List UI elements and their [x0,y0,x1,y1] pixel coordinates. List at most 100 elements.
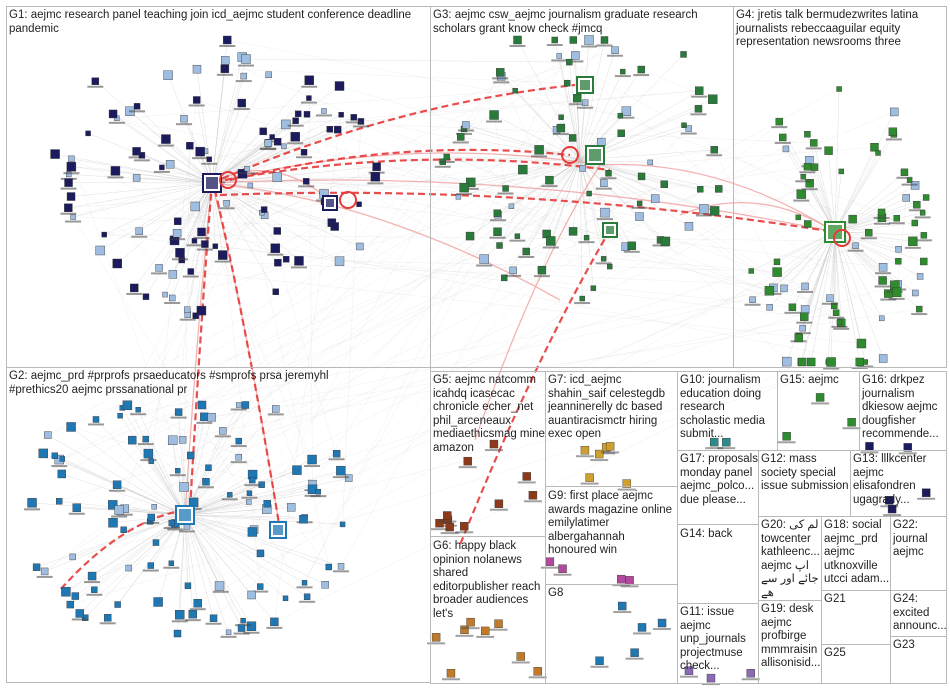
node-g1 [372,162,381,171]
edge-cross [688,226,770,291]
node-label-g1 [218,207,235,210]
edge-cross [145,184,665,440]
edge-g1 [68,182,213,208]
edge-g3 [460,136,581,161]
edge-cross [201,146,285,311]
edge-cross [339,260,610,267]
edge-cross [151,99,197,462]
node-g3 [600,179,608,187]
edge-g1 [99,182,213,251]
node-g5 [494,499,504,508]
node-g5 [463,456,472,466]
group-label-g2: G2: aejmc_prd #prprofs prsaeducators #sm… [9,370,332,396]
node-g1 [326,126,334,133]
node-label-g3 [542,246,559,249]
edge-g4 [813,142,836,233]
edge-g3 [579,159,594,289]
node-label-g2 [137,443,154,446]
node-g3 [556,123,566,133]
edge-g2 [184,469,298,516]
node-g2 [178,436,187,444]
edge-cross [70,361,860,605]
node-label-g9 [620,585,639,588]
node-g2 [202,478,210,486]
node-label-g3 [456,193,473,196]
node-g1 [292,117,299,124]
node-g3 [685,125,692,132]
node-g4 [782,145,790,153]
node-label-g3 [614,75,631,78]
edge-cross [769,245,856,291]
edge-cross [224,68,568,84]
node-label-g2 [196,421,213,424]
node-g2 [148,458,154,464]
node-g4 [922,194,930,201]
node-label-g3 [631,206,648,209]
edge-g2 [76,507,186,516]
edge-cross [171,235,471,524]
edge-g1 [104,182,213,235]
node-label-g2 [178,530,195,533]
edge-cross [275,204,360,249]
node-label-g11 [679,675,698,678]
edge-g3 [579,159,661,241]
node-g3 [708,94,718,104]
node-g3 [680,51,687,58]
edge-cross [197,271,778,604]
node-g1 [218,250,228,260]
edge-g4 [834,179,910,233]
group-label-g17: G17: proposals monday panel aejmc_polco.… [680,453,762,506]
edge-g4 [834,231,920,310]
edge-g4 [834,222,915,233]
node-g6 [494,619,503,628]
edge-cross [59,270,752,502]
node-g3 [600,207,610,218]
node-label-g1 [133,159,150,162]
edge-g3 [569,62,581,161]
edge-cross [76,136,461,508]
node-g2 [246,621,257,631]
edge-g1 [71,182,213,197]
node-g6 [533,667,542,676]
node-g4 [900,168,909,177]
node-g4 [795,214,801,221]
node-label-g13 [917,497,936,500]
node-label-g4 [851,367,868,369]
node-g1 [64,203,73,212]
node-label-g4 [795,180,812,183]
node-g3 [583,234,590,241]
node-g2 [187,451,195,460]
node-g5 [459,522,469,531]
node-label-g6 [427,642,446,645]
edge-cross [181,259,806,287]
edge-g4 [834,147,875,233]
node-label-g1 [128,156,145,159]
node-label-g1 [287,142,304,145]
edge-g4 [834,172,905,233]
edge-g2 [44,514,186,572]
node-label-g3 [546,44,563,46]
node-g4 [801,282,809,291]
node-g7 [595,449,604,459]
node-label-g1 [233,108,250,111]
edge-mention [213,189,282,531]
node-g1 [260,206,268,213]
node-label-g1 [298,185,315,188]
node-g4 [879,315,885,322]
node-g1 [180,114,188,123]
node-g2 [193,599,202,608]
node-g2 [57,469,66,479]
node-g1 [281,143,287,150]
node-g1 [132,147,141,156]
node-label-g2 [243,631,260,634]
node-label-g2 [267,413,284,416]
node-g1 [155,264,163,272]
hub-node-inner [828,225,842,239]
edge-cross [116,118,465,188]
node-g3 [617,112,624,119]
group-label-g25: G25 [824,647,846,659]
node-label-g2 [212,590,229,593]
node-g3 [600,256,607,262]
edge-g3 [504,159,581,279]
edge-cross [215,245,805,317]
